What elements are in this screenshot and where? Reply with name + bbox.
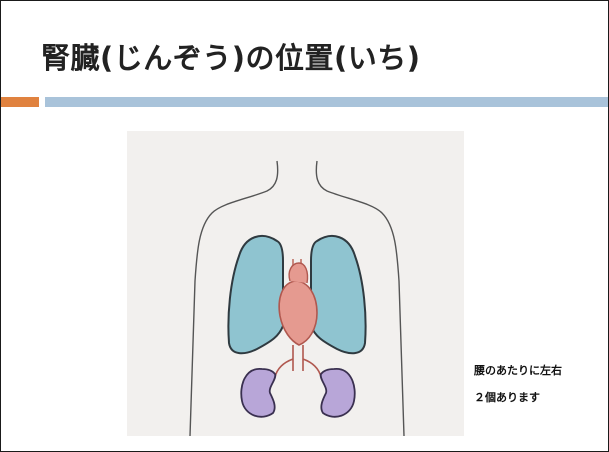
left-lung [227,235,284,355]
aorta [288,262,309,284]
note-line-1: 腰のあたりに左右 [474,364,562,377]
body-outline [189,160,279,436]
body-outline-right [315,160,405,436]
kidney-note: 腰のあたりに左右 ２個あります [474,357,562,411]
title-accent-bar-orange [1,97,39,107]
heart [278,280,318,346]
renal-vessels [274,345,322,378]
torso-drawing [189,160,405,436]
left-kidney [240,368,277,418]
right-lung [310,235,367,355]
slide-title: 腎臓(じんぞう)の位置(いち) [41,41,421,75]
right-kidney [319,368,356,418]
body-illustration [127,131,464,436]
title-accent-bar-blue [45,97,608,107]
note-line-2: ２個あります [474,391,540,404]
